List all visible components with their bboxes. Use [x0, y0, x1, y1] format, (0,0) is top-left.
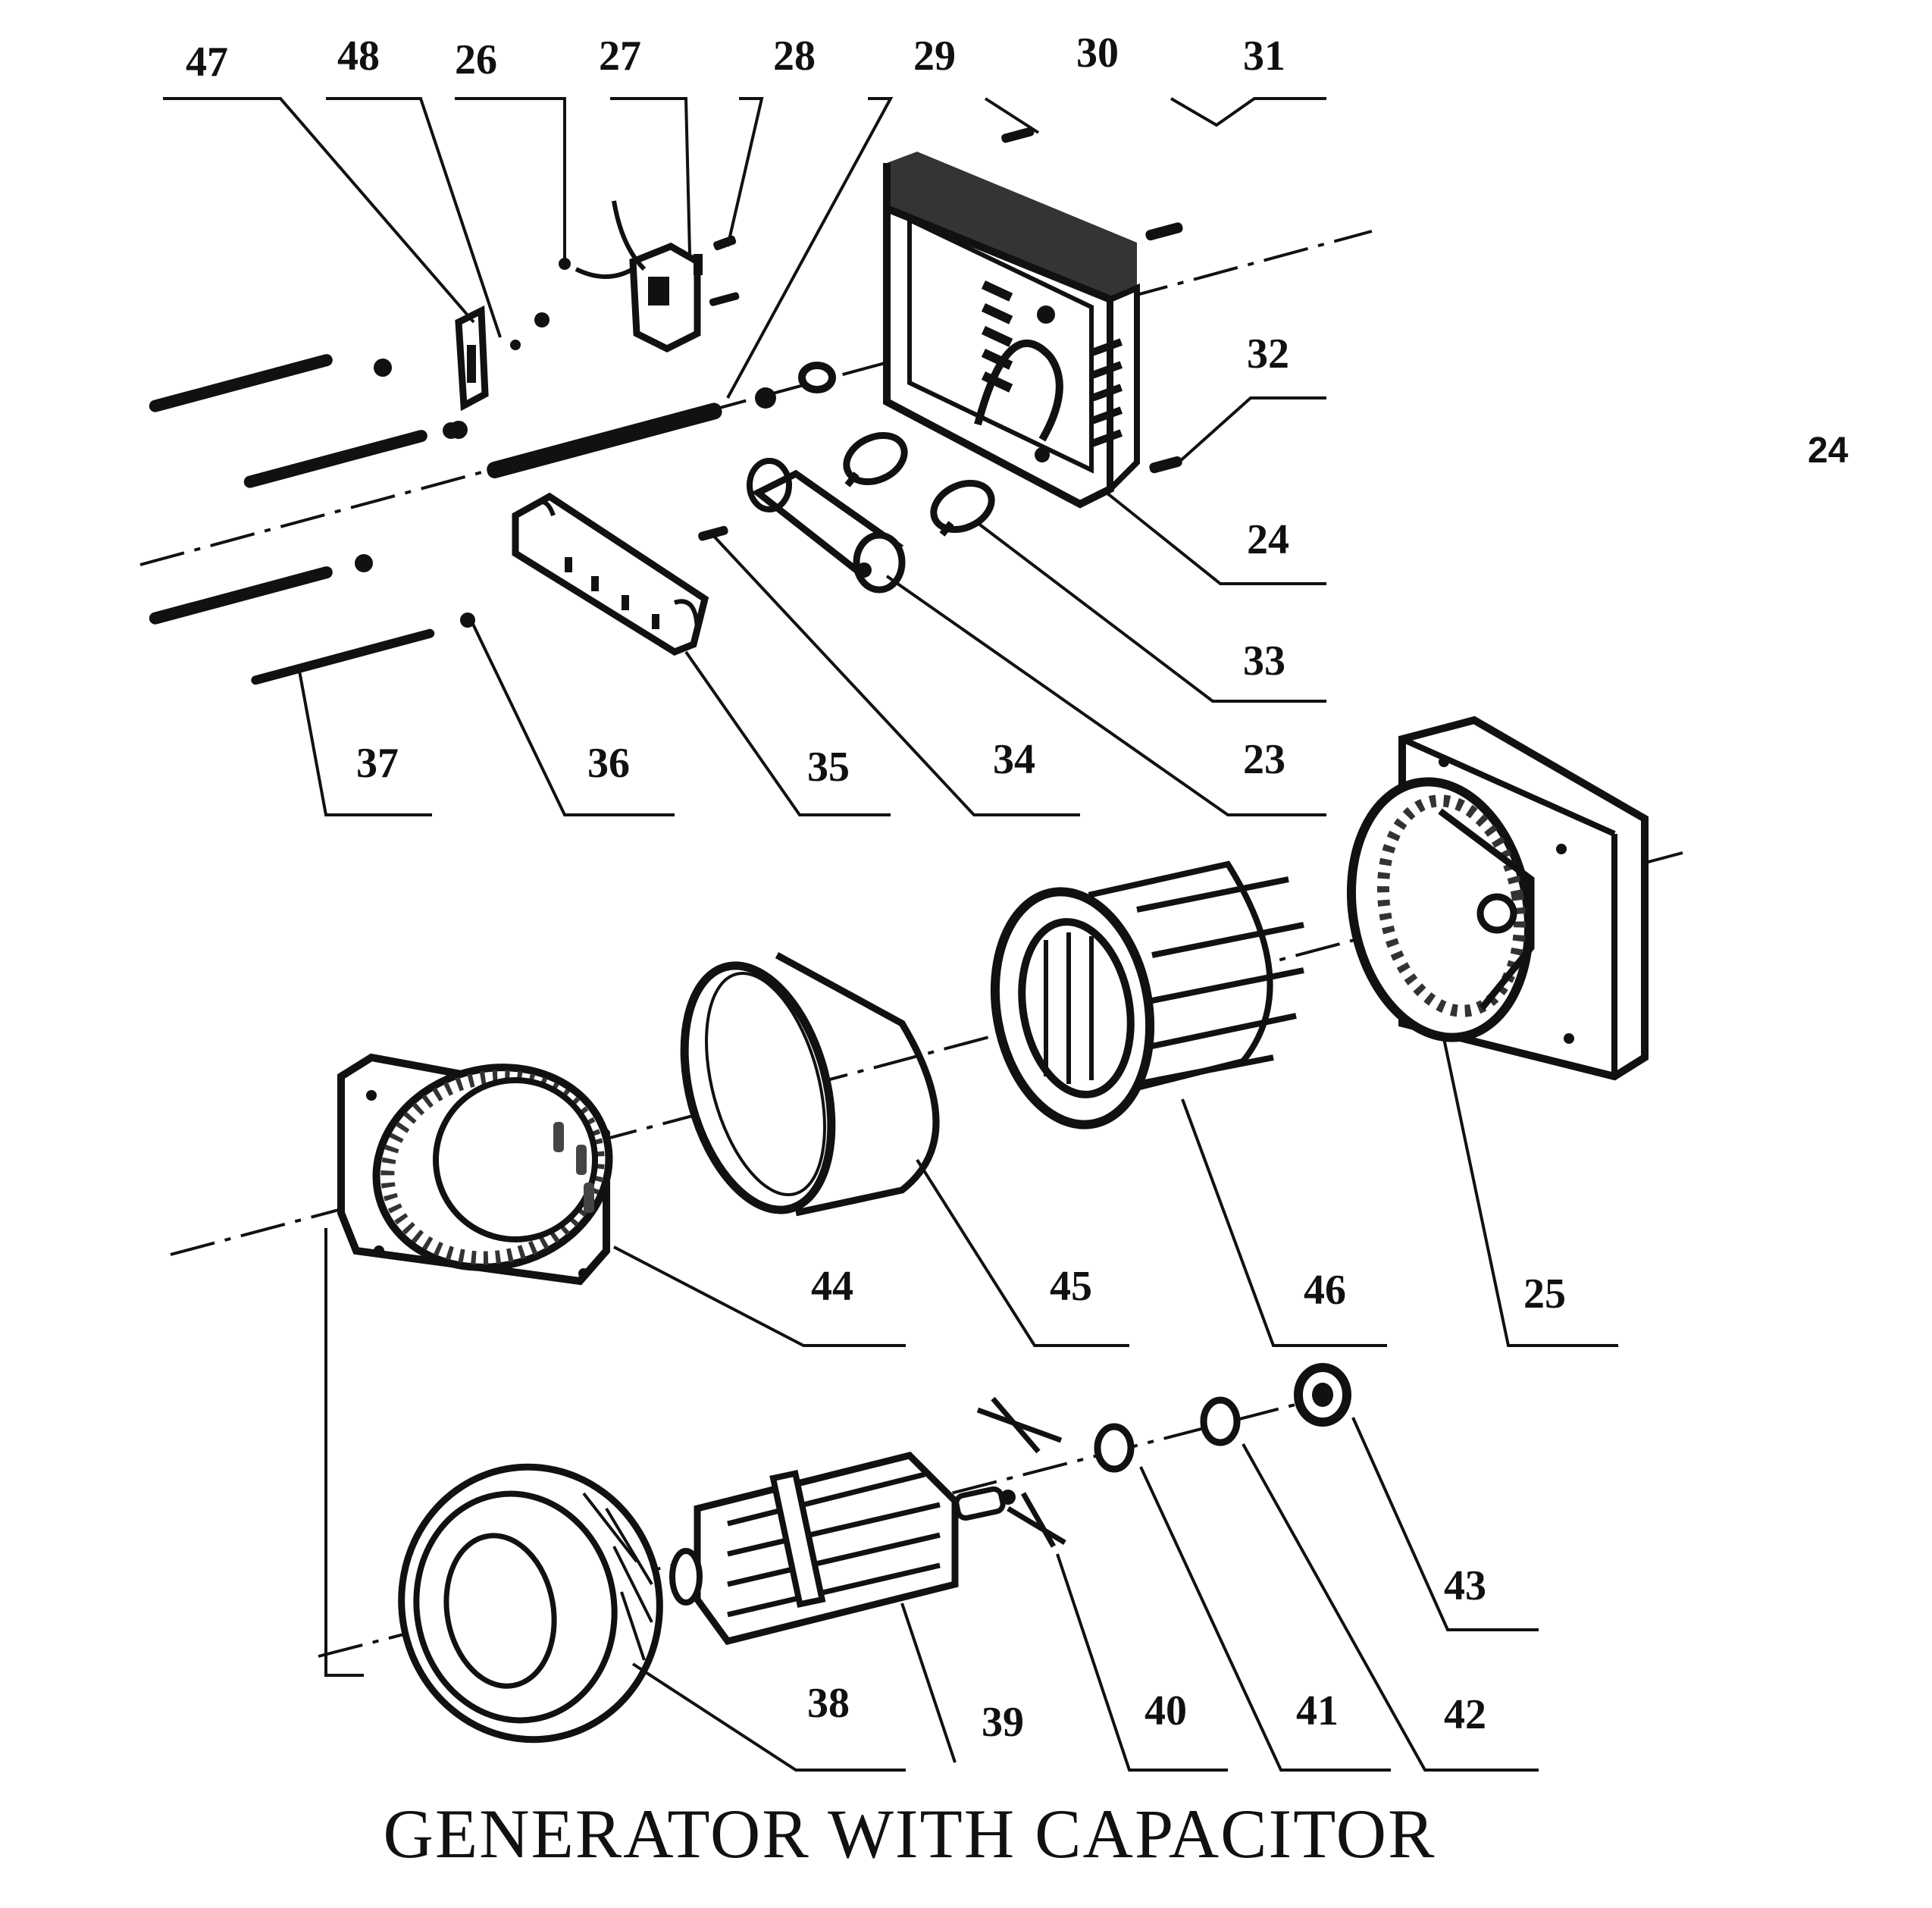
label-33: 33	[1243, 638, 1285, 685]
label-28: 28	[773, 33, 816, 80]
shaft-bolt	[487, 362, 836, 479]
label-24: 24	[1247, 516, 1289, 563]
label-48: 48	[337, 33, 380, 80]
label-26: 26	[455, 36, 497, 83]
label-42: 42	[1444, 1691, 1486, 1738]
label-23: 23	[1243, 736, 1285, 783]
rotor	[669, 1452, 1006, 1646]
stray-number-label: 24	[1808, 431, 1849, 471]
label-43: 43	[1444, 1562, 1486, 1609]
label-36: 36	[587, 740, 630, 787]
rectifier-module	[534, 200, 740, 353]
shaft-washers	[976, 1363, 1351, 1548]
terminal-box-housing	[883, 152, 1140, 509]
label-32: 32	[1247, 331, 1289, 378]
front-end-bracket	[337, 1053, 613, 1286]
rear-end-bracket	[1346, 716, 1649, 1081]
label-44: 44	[811, 1263, 853, 1310]
label-46: 46	[1304, 1267, 1346, 1314]
stator-housing-ring	[680, 952, 940, 1217]
label-31: 31	[1243, 33, 1285, 80]
label-37: 37	[356, 740, 399, 787]
cover-plate	[512, 492, 709, 656]
label-40: 40	[1144, 1687, 1187, 1734]
label-35: 35	[807, 744, 850, 791]
capacitor	[747, 458, 906, 594]
stator	[990, 860, 1304, 1129]
capacitor-clamps	[843, 432, 995, 537]
through-bolts	[149, 354, 475, 685]
cooling-fan	[398, 1463, 663, 1744]
label-27: 27	[599, 33, 641, 80]
leader-lines	[163, 97, 1618, 1772]
label-47: 47	[186, 39, 228, 86]
part-labels: 47 48 26 27 28 29 30 31 32 24 33 23 34 3…	[186, 30, 1566, 1746]
diagram-caption: GENERATOR WITH CAPACITOR	[384, 1795, 1436, 1872]
label-38: 38	[807, 1680, 850, 1727]
label-30: 30	[1076, 30, 1119, 77]
label-25: 25	[1523, 1270, 1566, 1317]
label-29: 29	[913, 33, 956, 80]
label-41: 41	[1296, 1687, 1339, 1734]
label-34: 34	[993, 736, 1035, 783]
label-39: 39	[982, 1699, 1024, 1746]
label-45: 45	[1050, 1263, 1092, 1310]
